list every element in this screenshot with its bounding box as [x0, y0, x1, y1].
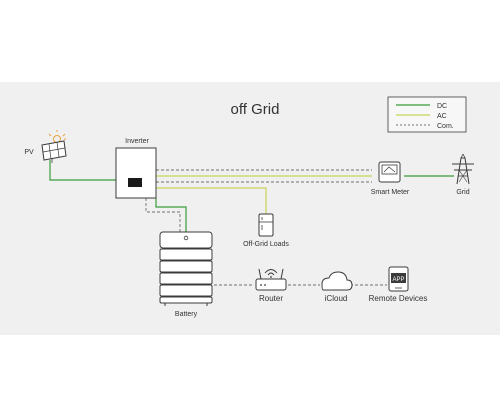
- legend: DC AC Com.: [387, 96, 467, 133]
- diagram-title: off Grid: [231, 101, 280, 118]
- inverter-battery-com-line: [145, 198, 181, 232]
- phone-app-icon: APP: [388, 266, 409, 292]
- smart-meter-label: Smart Meter: [371, 189, 410, 196]
- battery-icon: [159, 231, 213, 306]
- inverter-icon: [115, 147, 157, 199]
- pv-icon: [41, 130, 67, 163]
- inverter-battery-dc-line: [155, 198, 187, 232]
- connections: [49, 160, 454, 286]
- off-grid-loads-label: Off-Grid Loads: [243, 241, 289, 248]
- grid-tower-icon: [452, 153, 474, 185]
- fridge-icon: [258, 213, 274, 237]
- router-icon: [255, 268, 287, 291]
- app-icon-text: APP: [392, 277, 404, 283]
- router-label: Router: [259, 294, 283, 303]
- inverter-loads-ac-line: [156, 187, 267, 214]
- battery-label: Battery: [175, 311, 198, 318]
- remote-devices-label: Remote Devices: [369, 294, 428, 303]
- legend-ac-label: AC: [437, 113, 447, 120]
- icloud-label: iCloud: [325, 294, 348, 303]
- inverter-label: Inverter: [125, 138, 149, 145]
- smart-meter-icon: [378, 161, 401, 183]
- legend-dc-label: DC: [437, 103, 447, 110]
- pv-dc-line: [49, 160, 116, 181]
- cloud-icon: [321, 271, 353, 291]
- legend-com-label: Com.: [437, 123, 454, 130]
- pv-label: PV: [24, 149, 34, 156]
- grid-label: Grid: [456, 189, 469, 196]
